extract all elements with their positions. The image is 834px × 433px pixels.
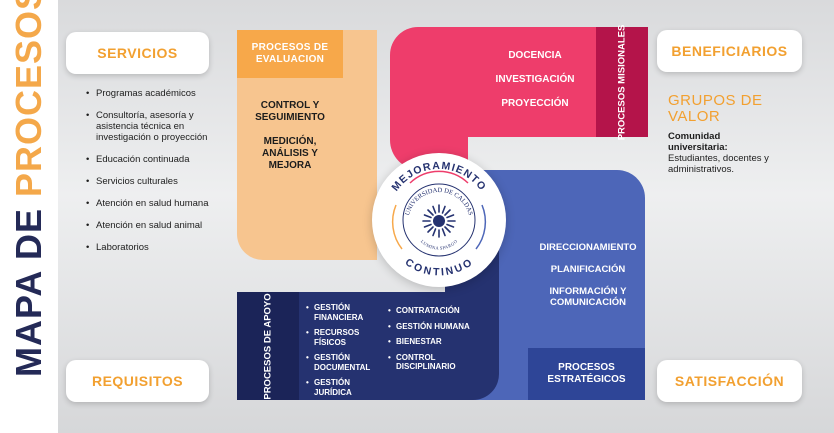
evaluacion-items: CONTROL Y SEGUIMIENTO MEDICIÓN, ANÁLISIS…	[240, 100, 340, 184]
arc-blue	[475, 204, 487, 250]
page-title: MAPA DE PROCESOS	[8, 0, 49, 377]
apoyo-list-1: GESTIÓN FINANCIERA RECURSOS FÍSICOS GEST…	[306, 303, 388, 403]
list-item: Atención en salud humana	[86, 198, 216, 209]
evaluacion-item: MEDICIÓN, ANÁLISIS Y MEJORA	[262, 136, 318, 171]
misionales-item: DOCENCIA	[508, 50, 562, 61]
requisitos-pill: REQUISITOS	[66, 360, 209, 402]
evaluacion-header: PROCESOS DE EVALUACION	[237, 30, 343, 78]
apoyo-item: CONTRATACIÓN	[388, 306, 484, 316]
beneficiarios-pill: BENEFICIARIOS	[657, 30, 802, 72]
apoyo-item: CONTROL DISCIPLINARIO	[388, 353, 484, 372]
apoyo-item: GESTIÓN HUMANA	[388, 322, 484, 332]
arc-pink	[409, 170, 469, 184]
apoyo-item: RECURSOS FÍSICOS	[306, 328, 388, 347]
apoyo-item: BIENESTAR	[388, 337, 484, 347]
satisfaccion-pill: SATISFACCIÓN	[657, 360, 802, 402]
misionales-side	[596, 27, 648, 137]
list-item: Educación continuada	[86, 154, 216, 165]
apoyo-side	[237, 292, 299, 400]
grupos-desc-text: Estudiantes, docentes y administrativos.	[668, 153, 769, 175]
misionales-items: DOCENCIA INVESTIGACIÓN PROYECCIÓN	[470, 50, 600, 122]
center-emblem: MEJORAMIENTO CONTINUO UNIVERSIDAD DE CAL…	[389, 160, 487, 279]
estrategicos-item: INFORMACIÓN Y COMUNICACIÓN	[549, 286, 627, 308]
apoyo-list-2: CONTRATACIÓN GESTIÓN HUMANA BIENESTAR CO…	[388, 306, 484, 378]
estrategicos-footer	[528, 348, 645, 400]
apoyo-side-label-wrap: PROCESOS DE APOYO	[237, 292, 299, 400]
arc-orange	[391, 204, 403, 250]
list-item: Atención en salud animal	[86, 220, 216, 231]
misionales-item: INVESTIGACIÓN	[495, 74, 575, 85]
apoyo-item: GESTIÓN DOCUMENTAL	[306, 353, 388, 372]
apoyo-side-label: PROCESOS DE APOYO	[262, 292, 274, 400]
grupos-description: Comunidad universitaria: Estudiantes, do…	[668, 131, 780, 175]
list-item: Programas académicos	[86, 88, 216, 99]
servicios-list: Programas académicos Consultoría, asesor…	[86, 88, 216, 264]
list-item: Servicios culturales	[86, 176, 216, 187]
misionales-item: PROYECCIÓN	[501, 98, 569, 109]
estrategicos-item: PLANIFICACIÓN	[550, 264, 626, 275]
apoyo-item: GESTIÓN JURÍDICA	[306, 378, 388, 397]
list-item: Consultoría, asesoría y asistencia técni…	[86, 110, 216, 143]
sun-logo-icon	[422, 204, 456, 238]
misionales-side-label-wrap: PROCESOS MISIONALES	[596, 24, 648, 140]
estrategicos-header: PROCESOS ESTRATÉGICOS	[547, 362, 626, 385]
apoyo-item: GESTIÓN FINANCIERA	[306, 303, 388, 322]
continuo-text: CONTINUO	[403, 256, 475, 278]
servicios-pill: SERVICIOS	[66, 32, 209, 74]
evaluacion-item: CONTROL Y SEGUIMIENTO	[255, 100, 325, 123]
estrategicos-items: DIRECCIONAMIENTO PLANIFICACIÓN INFORMACI…	[528, 242, 648, 319]
grupos-desc-bold: Comunidad universitaria:	[668, 131, 728, 153]
misionales-side-label: PROCESOS MISIONALES	[616, 24, 628, 140]
grupos-de-valor-title: GRUPOS DE VALOR	[668, 92, 763, 125]
list-item: Laboratorios	[86, 242, 216, 253]
estrategicos-item: DIRECCIONAMIENTO	[539, 242, 637, 253]
